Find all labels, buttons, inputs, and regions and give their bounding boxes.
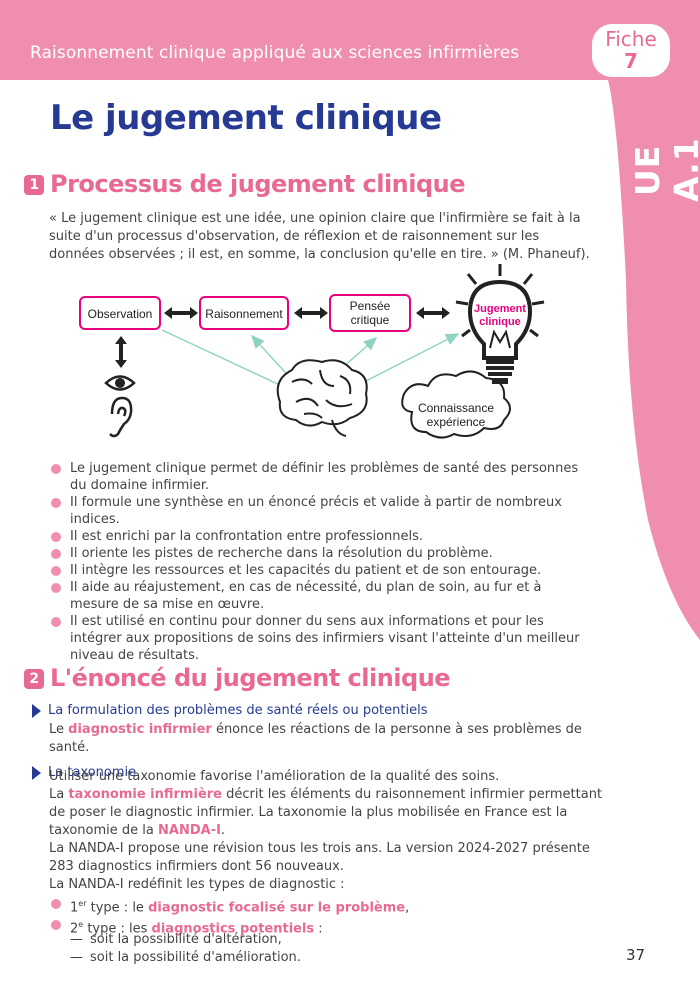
- course-title: Raisonnement clinique appliqué aux scien…: [30, 43, 520, 63]
- list-item: Il oriente les pistes de recherche dans …: [48, 545, 608, 562]
- brain-icon: [276, 359, 368, 437]
- list-item: Il aide au réajustement, en cas de néces…: [48, 579, 608, 613]
- teal-arrow-obs: [161, 329, 283, 387]
- cloud-icon: Connaissance expérience: [401, 370, 511, 439]
- fiche-number: 7: [624, 49, 638, 73]
- side-tab: [608, 80, 700, 986]
- subsection-formulation-title: La formulation des problèmes de santé ré…: [32, 703, 700, 718]
- list-item: Il est enrichi par la confrontation entr…: [48, 528, 608, 545]
- subsection-taxonomie-title: La taxonomie: [32, 765, 700, 780]
- header-banner: [0, 0, 700, 80]
- section-1-heading: 1 Processus de jugement clinique: [24, 170, 466, 198]
- cloud-label-2: expérience: [427, 415, 486, 429]
- keyword-diagnostic-infirmier: diagnostic infirmier: [68, 722, 212, 737]
- list-item: Il intègre les ressources et les capacit…: [48, 562, 608, 579]
- ue-label: UE A.1: [628, 137, 700, 203]
- list-item: Le jugement clinique permet de définir l…: [48, 460, 608, 494]
- double-arrow-1: [164, 307, 198, 319]
- double-arrow-3: [416, 307, 450, 319]
- fiche-label: Fiche: [605, 27, 657, 51]
- cloud-label-1: Connaissance: [418, 401, 494, 415]
- observation-label: Observation: [88, 307, 153, 321]
- list-item: Il formule une synthèse en un énoncé pré…: [48, 494, 608, 528]
- diagnostic-types-list: 1er type : le diagnostic focalisé sur le…: [48, 895, 608, 938]
- keyword-taxonomie: taxonomie infirmière: [68, 787, 222, 802]
- section-2-number: 2: [24, 669, 44, 689]
- taxonomie-para-3: La NANDA-I propose une révision tous les…: [49, 841, 590, 874]
- list-item: Il est utilisé en continu pour donner du…: [48, 613, 608, 664]
- teal-arrow-jugement: [363, 333, 460, 383]
- jugement-label-1: Jugement: [474, 303, 526, 315]
- subsection-taxonomie-body: Utiliser une taxonomie favorise l'amélio…: [49, 768, 609, 894]
- taxonomie-para-4: La NANDA-I redéfinit les types de diagno…: [49, 877, 345, 892]
- section-1-title: Processus de jugement clinique: [50, 170, 466, 198]
- pensee-label-1: Pensée: [350, 299, 391, 313]
- pensee-label-2: critique: [351, 313, 390, 327]
- list-item: 1er type : le diagnostic focalisé sur le…: [48, 895, 608, 916]
- jugement-label-2: clinique: [479, 316, 521, 328]
- lightbulb-icon: Jugement clinique: [455, 264, 545, 384]
- raisonnement-box: Raisonnement: [199, 296, 289, 330]
- triangle-bullet-icon: [32, 766, 41, 780]
- pensee-critique-box: Pensée critique: [329, 294, 411, 332]
- page-title: Le jugement clinique: [50, 98, 442, 138]
- subsection-formulation-text: Le diagnostic infirmier énonce les réact…: [49, 722, 582, 755]
- triangle-bullet-icon: [32, 704, 41, 718]
- list-item: soit la possibilité d'altération,: [48, 931, 588, 949]
- clinical-judgment-diagram: Observation Raisonnement Pensée critique: [79, 264, 545, 439]
- section-2-heading: 2 L'énoncé du jugement clinique: [24, 664, 451, 692]
- double-arrow-2: [294, 307, 328, 319]
- fiche-badge: Fiche 7: [592, 24, 670, 77]
- section-1-bullet-list: Le jugement clinique permet de définir l…: [48, 460, 608, 664]
- dash-list: soit la possibilité d'altération, soit l…: [48, 931, 588, 967]
- observation-box: Observation: [79, 296, 161, 330]
- list-item: soit la possibilité d'amélioration.: [48, 949, 588, 967]
- ear-icon: [109, 396, 133, 438]
- vertical-double-arrow: [115, 336, 127, 368]
- page-number: 37: [626, 946, 646, 964]
- section-1-number: 1: [24, 175, 44, 195]
- raisonnement-label: Raisonnement: [205, 307, 283, 321]
- keyword-nanda: NANDA-I: [158, 823, 221, 838]
- taxonomie-para-1: Utiliser une taxonomie favorise l'amélio…: [49, 769, 500, 784]
- section-1-quote: « Le jugement clinique est une idée, une…: [49, 211, 590, 262]
- taxonomie-para-2: La taxonomie infirmière décrit les éléme…: [49, 787, 603, 838]
- section-2-title: L'énoncé du jugement clinique: [50, 664, 451, 692]
- teal-arrow-pensee: [341, 337, 378, 369]
- eye-icon: [104, 375, 136, 391]
